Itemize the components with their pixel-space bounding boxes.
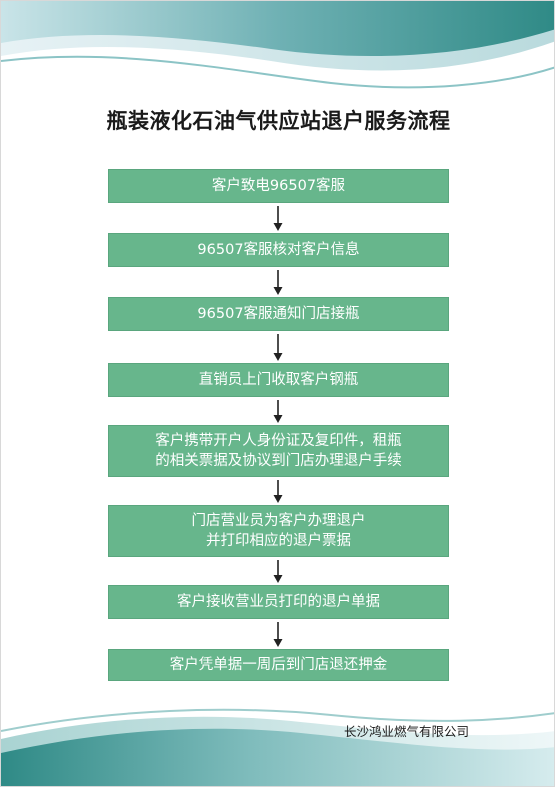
page-title: 瓶装液化石油气供应站退户服务流程 — [106, 109, 451, 133]
flow-step-6: 门店营业员为客户办理退户 并打印相应的退户票据 — [108, 505, 449, 557]
flow-step-1: 客户致电96507客服 — [108, 169, 449, 203]
flow-step-5-label: 客户携带开户人身份证及复印件，租瓶 的相关票据及协议到门店办理退户手续 — [155, 433, 402, 469]
arrow-down-icon — [273, 206, 283, 231]
company-name: 长沙鸿业燃气有限公司 — [344, 724, 470, 739]
flow-step-7-label: 客户接收营业员打印的退户单据 — [177, 594, 380, 610]
flow-step-1-label: 客户致电96507客服 — [211, 178, 346, 194]
arrow-down-icon — [273, 334, 283, 361]
flow-step-3-label: 96507客服通知门店接瓶 — [197, 306, 360, 322]
arrow-down-icon — [273, 560, 283, 583]
flow-step-8: 客户凭单据一周后到门店退还押金 — [108, 649, 449, 681]
bottom-wave-decoration — [1, 708, 554, 786]
flow-step-4-label: 直销员上门收取客户钢瓶 — [198, 372, 359, 388]
flow-step-3: 96507客服通知门店接瓶 — [108, 297, 449, 331]
arrow-down-icon — [273, 400, 283, 423]
flow-step-8-label: 客户凭单据一周后到门店退还押金 — [169, 657, 388, 673]
flow-step-6-label: 门店营业员为客户办理退户 并打印相应的退户票据 — [191, 513, 366, 549]
arrow-down-icon — [273, 270, 283, 295]
arrow-down-icon — [273, 480, 283, 503]
flow-step-7: 客户接收营业员打印的退户单据 — [108, 585, 449, 619]
arrow-down-icon — [273, 622, 283, 647]
top-wave-decoration — [1, 1, 554, 89]
flow-step-5: 客户携带开户人身份证及复印件，租瓶 的相关票据及协议到门店办理退户手续 — [108, 425, 449, 477]
flow-step-4: 直销员上门收取客户钢瓶 — [108, 363, 449, 397]
flow-step-2-label: 96507客服核对客户信息 — [197, 242, 360, 258]
flow-step-2: 96507客服核对客户信息 — [108, 233, 449, 267]
